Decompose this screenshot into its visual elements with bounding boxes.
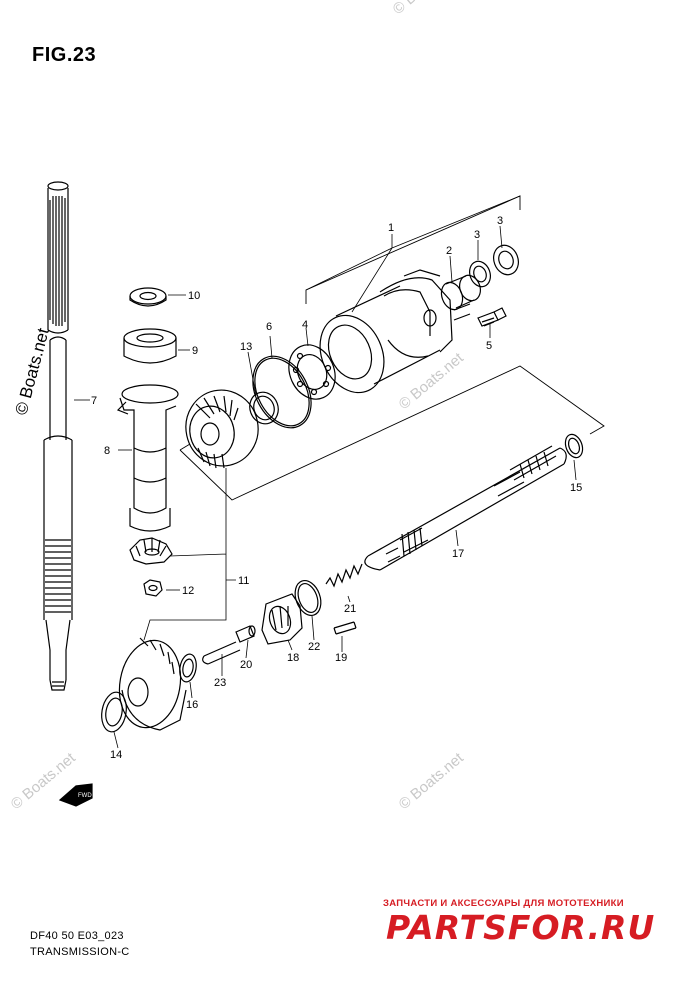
part-3-shim: [493, 244, 519, 276]
watermark-text: © Boats.net: [390, 0, 462, 18]
part-10-washer: [129, 287, 167, 307]
bevel-gear-upper: [185, 389, 259, 469]
callout-17: 17: [452, 548, 464, 560]
callout-4: 4: [302, 319, 308, 331]
part-18-clutch: [261, 593, 303, 645]
part-12-nut: [143, 579, 163, 597]
part-1-housing: [319, 269, 471, 394]
part-4-bearing: [288, 344, 336, 400]
brand-logo: PARTSFOR.RU: [386, 908, 656, 947]
part-22-ring: [294, 579, 322, 617]
callout-23: 23: [214, 677, 226, 689]
part-14-shim: [101, 691, 127, 733]
part-2-bearing: [440, 274, 481, 311]
bevel-gear-lower: [118, 637, 187, 731]
callout-3: 3: [474, 229, 480, 241]
part-5-bolt: [477, 307, 507, 327]
callout-13: 13: [240, 341, 252, 353]
part-6-oring: [252, 355, 312, 429]
callout-18: 18: [287, 652, 299, 664]
watermark-group: © Boats.net © Boats.net © Boats.net © Bo…: [8, 0, 468, 813]
callout-6: 6: [266, 321, 272, 333]
callout-11: 11: [238, 575, 249, 587]
callout-19: 19: [335, 652, 347, 664]
callout-9: 9: [192, 345, 198, 357]
part-15-circlip: [564, 433, 584, 459]
section-name: TRANSMISSION-C: [30, 946, 130, 958]
pinion-gear: [129, 537, 173, 565]
callout-14: 14: [110, 749, 122, 761]
callout-labels: 1 2 3 3 4 5 6 7 8 9 10 11 12 13 14 15 16…: [91, 215, 582, 761]
part-19-pin: [333, 621, 357, 635]
callout-22: 22: [308, 641, 320, 653]
callout-15: 15: [570, 482, 582, 494]
callout-7: 7: [91, 395, 97, 407]
callout-8: 8: [104, 445, 110, 457]
callout-21: 21: [344, 603, 356, 615]
part-17-propeller-shaft: [364, 445, 567, 571]
callout-1: 1: [388, 222, 394, 234]
fwd-arrow-icon: FWD: [58, 783, 93, 807]
callout-10: 10: [188, 290, 200, 302]
model-code: DF40 50 E03_023: [30, 930, 124, 942]
leader-lines: [74, 195, 577, 749]
assembly-lines: [179, 195, 605, 501]
callout-3b: 3: [497, 215, 503, 227]
part-21-spring: [325, 563, 363, 588]
figure-title: FIG.23: [32, 44, 97, 66]
drive-shaft: [43, 181, 73, 691]
part-20-rod: [235, 625, 256, 643]
callout-2: 2: [446, 245, 452, 257]
callout-20: 20: [240, 659, 252, 671]
part-8-bushing: [116, 384, 179, 532]
fwd-label: FWD: [78, 793, 92, 799]
part-16-washer: [179, 653, 197, 683]
watermark-text: © Boats.net: [396, 749, 468, 813]
watermark-text-dark: © Boats.net: [12, 326, 53, 417]
watermark-text: © Boats.net: [396, 349, 468, 413]
part-13-oring: [249, 391, 279, 425]
callout-5: 5: [486, 340, 492, 352]
part-3-shim: [469, 260, 491, 288]
callout-16: 16: [186, 699, 198, 711]
part-9-seal: [123, 328, 177, 364]
part-23-shift-rod: [202, 641, 241, 665]
brand-tagline: ЗАПЧАСТИ И АКСЕССУАРЫ ДЛЯ МОТОТЕХНИКИ: [383, 898, 624, 909]
callout-12: 12: [182, 585, 194, 597]
